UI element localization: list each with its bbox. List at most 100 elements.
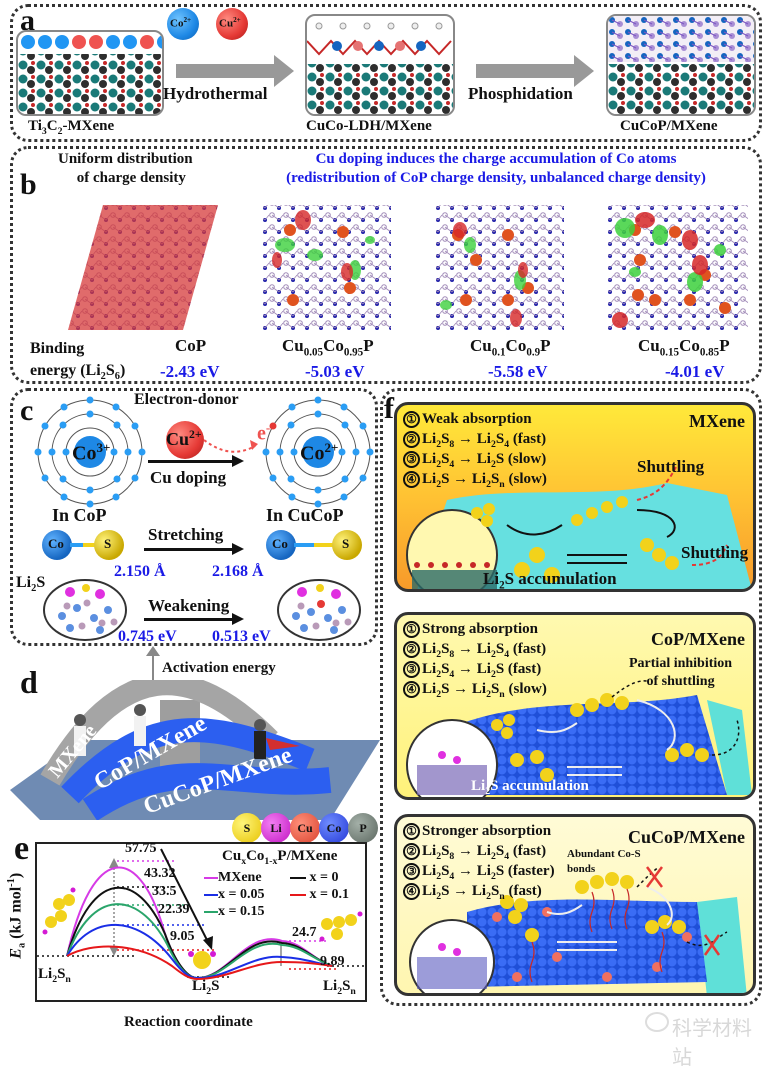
- li2s-label: Li2S: [16, 574, 46, 595]
- s-label-left: S: [104, 536, 112, 551]
- legend-p-icon: P: [348, 813, 378, 843]
- uniform-heading: Uniform distribution of charge density: [58, 150, 193, 188]
- binding-energy-cu015: -4.01 eV: [665, 362, 725, 381]
- value-label-24-7: 24.7: [292, 925, 317, 940]
- circle-3-icon: ③: [403, 451, 420, 468]
- co2-orbital-diagram: [262, 396, 374, 508]
- circle-1-icon: ①: [403, 621, 420, 638]
- cop-panel-title: CoP/MXene: [651, 629, 745, 649]
- cop-surface-image: [406, 680, 752, 797]
- legend-line-x0: [290, 876, 306, 879]
- co3-orbital-diagram: [34, 396, 146, 508]
- structure-name-cu01: Cu0.1Co0.9P: [470, 336, 551, 359]
- binding-energy-cu01: -5.58 eV: [488, 362, 548, 381]
- bond-length-left: 2.150 Å: [114, 563, 166, 580]
- circle-2-icon: ②: [403, 843, 420, 860]
- value-label-43-32: 43.32: [144, 866, 176, 881]
- x-axis-title: Reaction coordinate: [124, 1014, 253, 1030]
- charge-density-cu015-image: [608, 205, 748, 330]
- stage1-label: Ti3C2-MXene: [28, 118, 115, 137]
- legend-li-icon: Li: [261, 813, 291, 843]
- legend-x01: x = 0.1: [290, 887, 349, 903]
- weibo-logo-icon: [645, 1012, 669, 1032]
- co-atom-left: [42, 530, 72, 560]
- co-label-left: Co: [48, 536, 64, 551]
- s-atom-left: [94, 530, 124, 560]
- partial-inhibition-line1: Partial inhibition: [629, 656, 733, 671]
- mxene-surface-image: [406, 464, 752, 589]
- phosphidation-arrow: [476, 55, 594, 87]
- legend-line-mxene: [204, 876, 218, 879]
- partial-inhibition-line2: of shuttling: [646, 674, 715, 689]
- stretching-label: Stretching: [148, 525, 224, 544]
- doping-heading-line1: Cu doping induces the charge accumulatio…: [315, 151, 677, 167]
- electron-transfer-arrow: [203, 439, 258, 453]
- li2s-adsorption-left-image: [43, 579, 127, 641]
- weakening-arrow: [144, 613, 244, 625]
- co3-label: Co3+: [72, 440, 111, 465]
- co-s-bond-right: [294, 543, 334, 547]
- element-legend: S Li Cu Co P: [232, 813, 382, 845]
- cu-doping-arrow: [148, 455, 244, 467]
- panel-b-letter: b: [20, 168, 37, 201]
- stage3-label: CuCoP/MXene: [620, 118, 718, 134]
- legend-mxene: MXene: [204, 870, 262, 886]
- binding-line2: energy (Li2S6): [30, 362, 126, 383]
- cu-doping-label: Cu doping: [150, 468, 227, 487]
- value-label-33-5: 33.5: [152, 884, 177, 899]
- binding-energy-label: Binding energy (Li2S6): [30, 338, 125, 388]
- shuttling-label-1: Shuttling: [637, 457, 705, 476]
- circle-3-icon: ③: [403, 863, 420, 880]
- legend-line-x015: [204, 910, 218, 913]
- s-atom-right: [332, 530, 362, 560]
- x-label-li2sn-right: Li2Sn: [323, 978, 356, 997]
- circle-4-icon: ④: [403, 883, 420, 900]
- legend-x005: x = 0.05: [204, 887, 264, 903]
- energy-right: 0.513 eV: [212, 628, 271, 645]
- circle-1-icon: ①: [403, 411, 420, 428]
- li2s-adsorption-right-image: [277, 579, 361, 641]
- co-label-right: Co: [272, 536, 288, 551]
- doping-heading: Cu doping induces the charge accumulatio…: [232, 150, 760, 188]
- uniform-heading-line2: of charge density: [76, 170, 186, 186]
- circle-2-icon: ②: [403, 431, 420, 448]
- co-atom-right: [266, 530, 296, 560]
- electron-label: e-: [257, 420, 271, 445]
- legend-s-icon: S: [232, 813, 262, 843]
- legend-x015: x = 0.15: [204, 904, 264, 920]
- panel-b: [10, 146, 762, 384]
- cu-ion-icon: [216, 8, 248, 40]
- mxene-panel-title: MXene: [689, 411, 745, 431]
- panel-c-letter: c: [20, 394, 34, 427]
- structure-name-cu005: Cu0.05Co0.95P: [282, 336, 374, 359]
- binding-energy-cu005: -5.03 eV: [305, 362, 365, 381]
- watermark: 科学材料站: [672, 1016, 752, 1069]
- bridge-illustration: [10, 680, 380, 820]
- arrow2-label: Phosphidation: [468, 84, 573, 103]
- panel-f: [380, 388, 762, 1006]
- circle-4-icon: ④: [403, 681, 420, 698]
- charge-density-cu005-image: [263, 205, 391, 330]
- circle-1-icon: ①: [403, 823, 420, 840]
- abundant-cos-label: Abundant Co-S bonds: [567, 847, 641, 877]
- panel-e-letter: e: [14, 830, 30, 867]
- weakening-label: Weakening: [148, 596, 230, 615]
- value-label-57-75: 57.75: [125, 841, 157, 856]
- legend-cu-icon: Cu: [290, 813, 320, 843]
- cop-li2s-accumulation-label: Li2S accumulation: [471, 778, 589, 797]
- legend-x0: x = 0: [290, 870, 338, 886]
- charge-density-cu01-image: [436, 205, 564, 330]
